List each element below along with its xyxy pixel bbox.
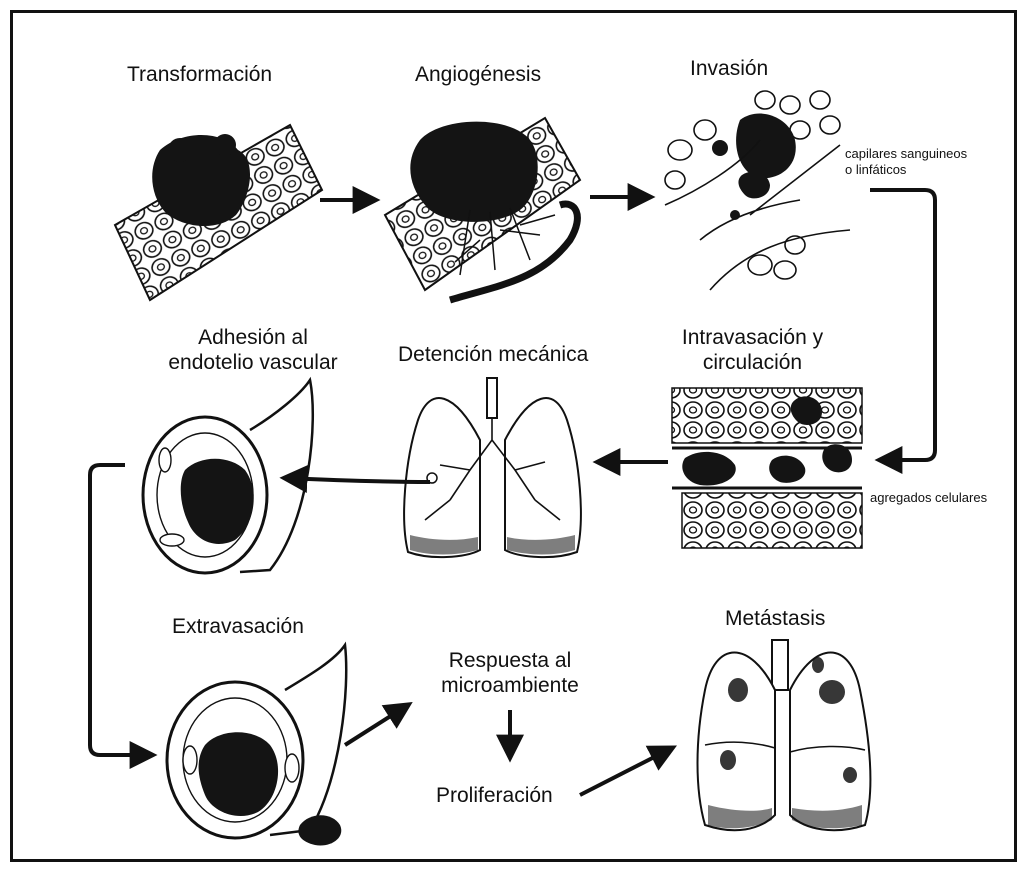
- label-intravasacion: Intravasación y circulación: [650, 325, 855, 375]
- label-extravasacion: Extravasación: [172, 614, 304, 639]
- extravasation-illustration: [167, 645, 346, 846]
- arrow-extravasation-to-response: [345, 705, 408, 745]
- arrow-invasion-to-intravasation: [870, 190, 935, 460]
- label-transformacion: Transformación: [127, 62, 272, 87]
- transformation-illustration: [115, 125, 322, 300]
- lungs-illustration: [404, 378, 581, 557]
- angiogenesis-illustration: [385, 118, 580, 300]
- metastatic-lungs-illustration: [698, 640, 871, 830]
- invasion-illustration: [665, 91, 850, 295]
- label-detencion: Detención mecánica: [398, 342, 588, 367]
- label-adhesion: Adhesión al endotelio vascular: [142, 325, 364, 375]
- annotation-agregados: agregados celulares: [870, 490, 987, 506]
- label-metastasis: Metástasis: [725, 606, 825, 631]
- label-respuesta: Respuesta al microambiente: [415, 648, 605, 698]
- label-angiogenesis: Angiogénesis: [415, 62, 541, 87]
- intravasation-illustration: [672, 388, 862, 548]
- annotation-capilares: capilares sanguineos o linfáticos: [845, 146, 967, 178]
- label-proliferacion: Proliferación: [436, 783, 553, 808]
- label-invasion: Invasión: [690, 56, 768, 81]
- arrow-proliferation-to-metastasis: [580, 748, 672, 795]
